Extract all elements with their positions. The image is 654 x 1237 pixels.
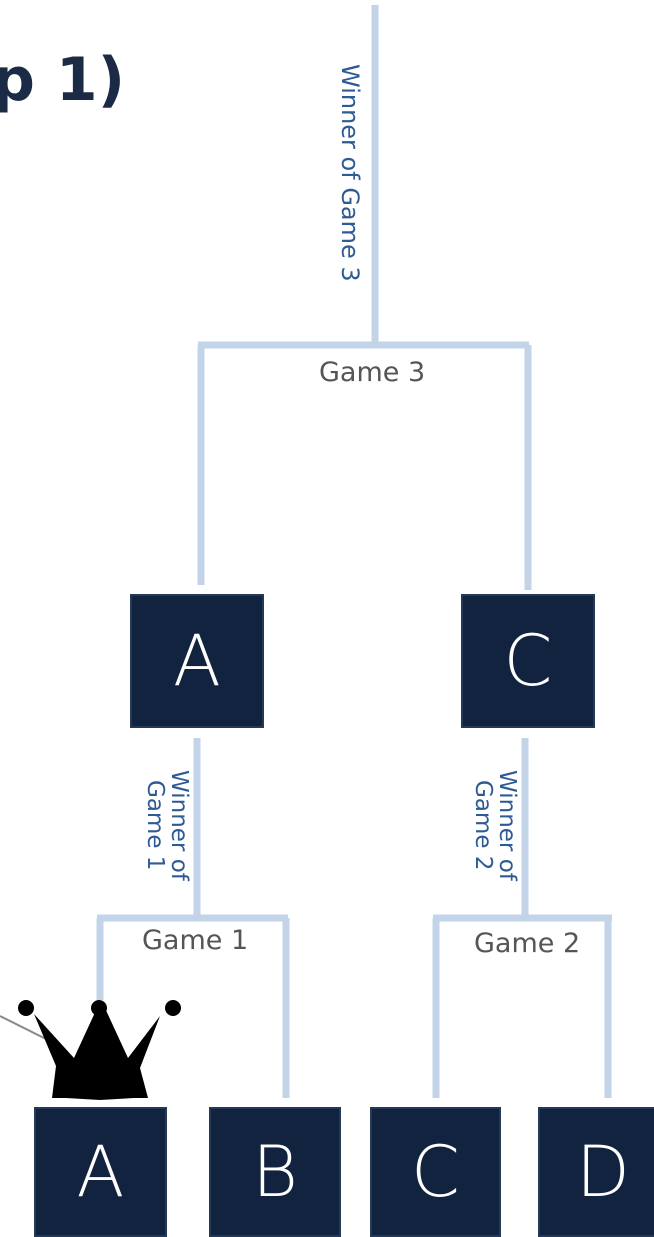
game2-winner-label: Winner of Game 2 (469, 769, 520, 881)
team-c-box: C (370, 1107, 501, 1237)
semifinal-team-c-box: C (461, 594, 595, 728)
game1-winner-label: Winner of Game 1 (141, 769, 192, 881)
semifinal-team-a-box: A (130, 594, 264, 728)
game2-label: Game 2 (474, 928, 581, 959)
team-a-box: A (34, 1107, 167, 1237)
page-title: p 1) (0, 45, 126, 115)
game1-label: Game 1 (142, 925, 249, 956)
crown-icon (0, 1000, 181, 1100)
team-d-box: D (538, 1107, 654, 1237)
final-winner-label: Winner of Game 3 (336, 64, 365, 282)
final-game-label: Game 3 (319, 357, 426, 388)
team-b-box: B (209, 1107, 341, 1237)
